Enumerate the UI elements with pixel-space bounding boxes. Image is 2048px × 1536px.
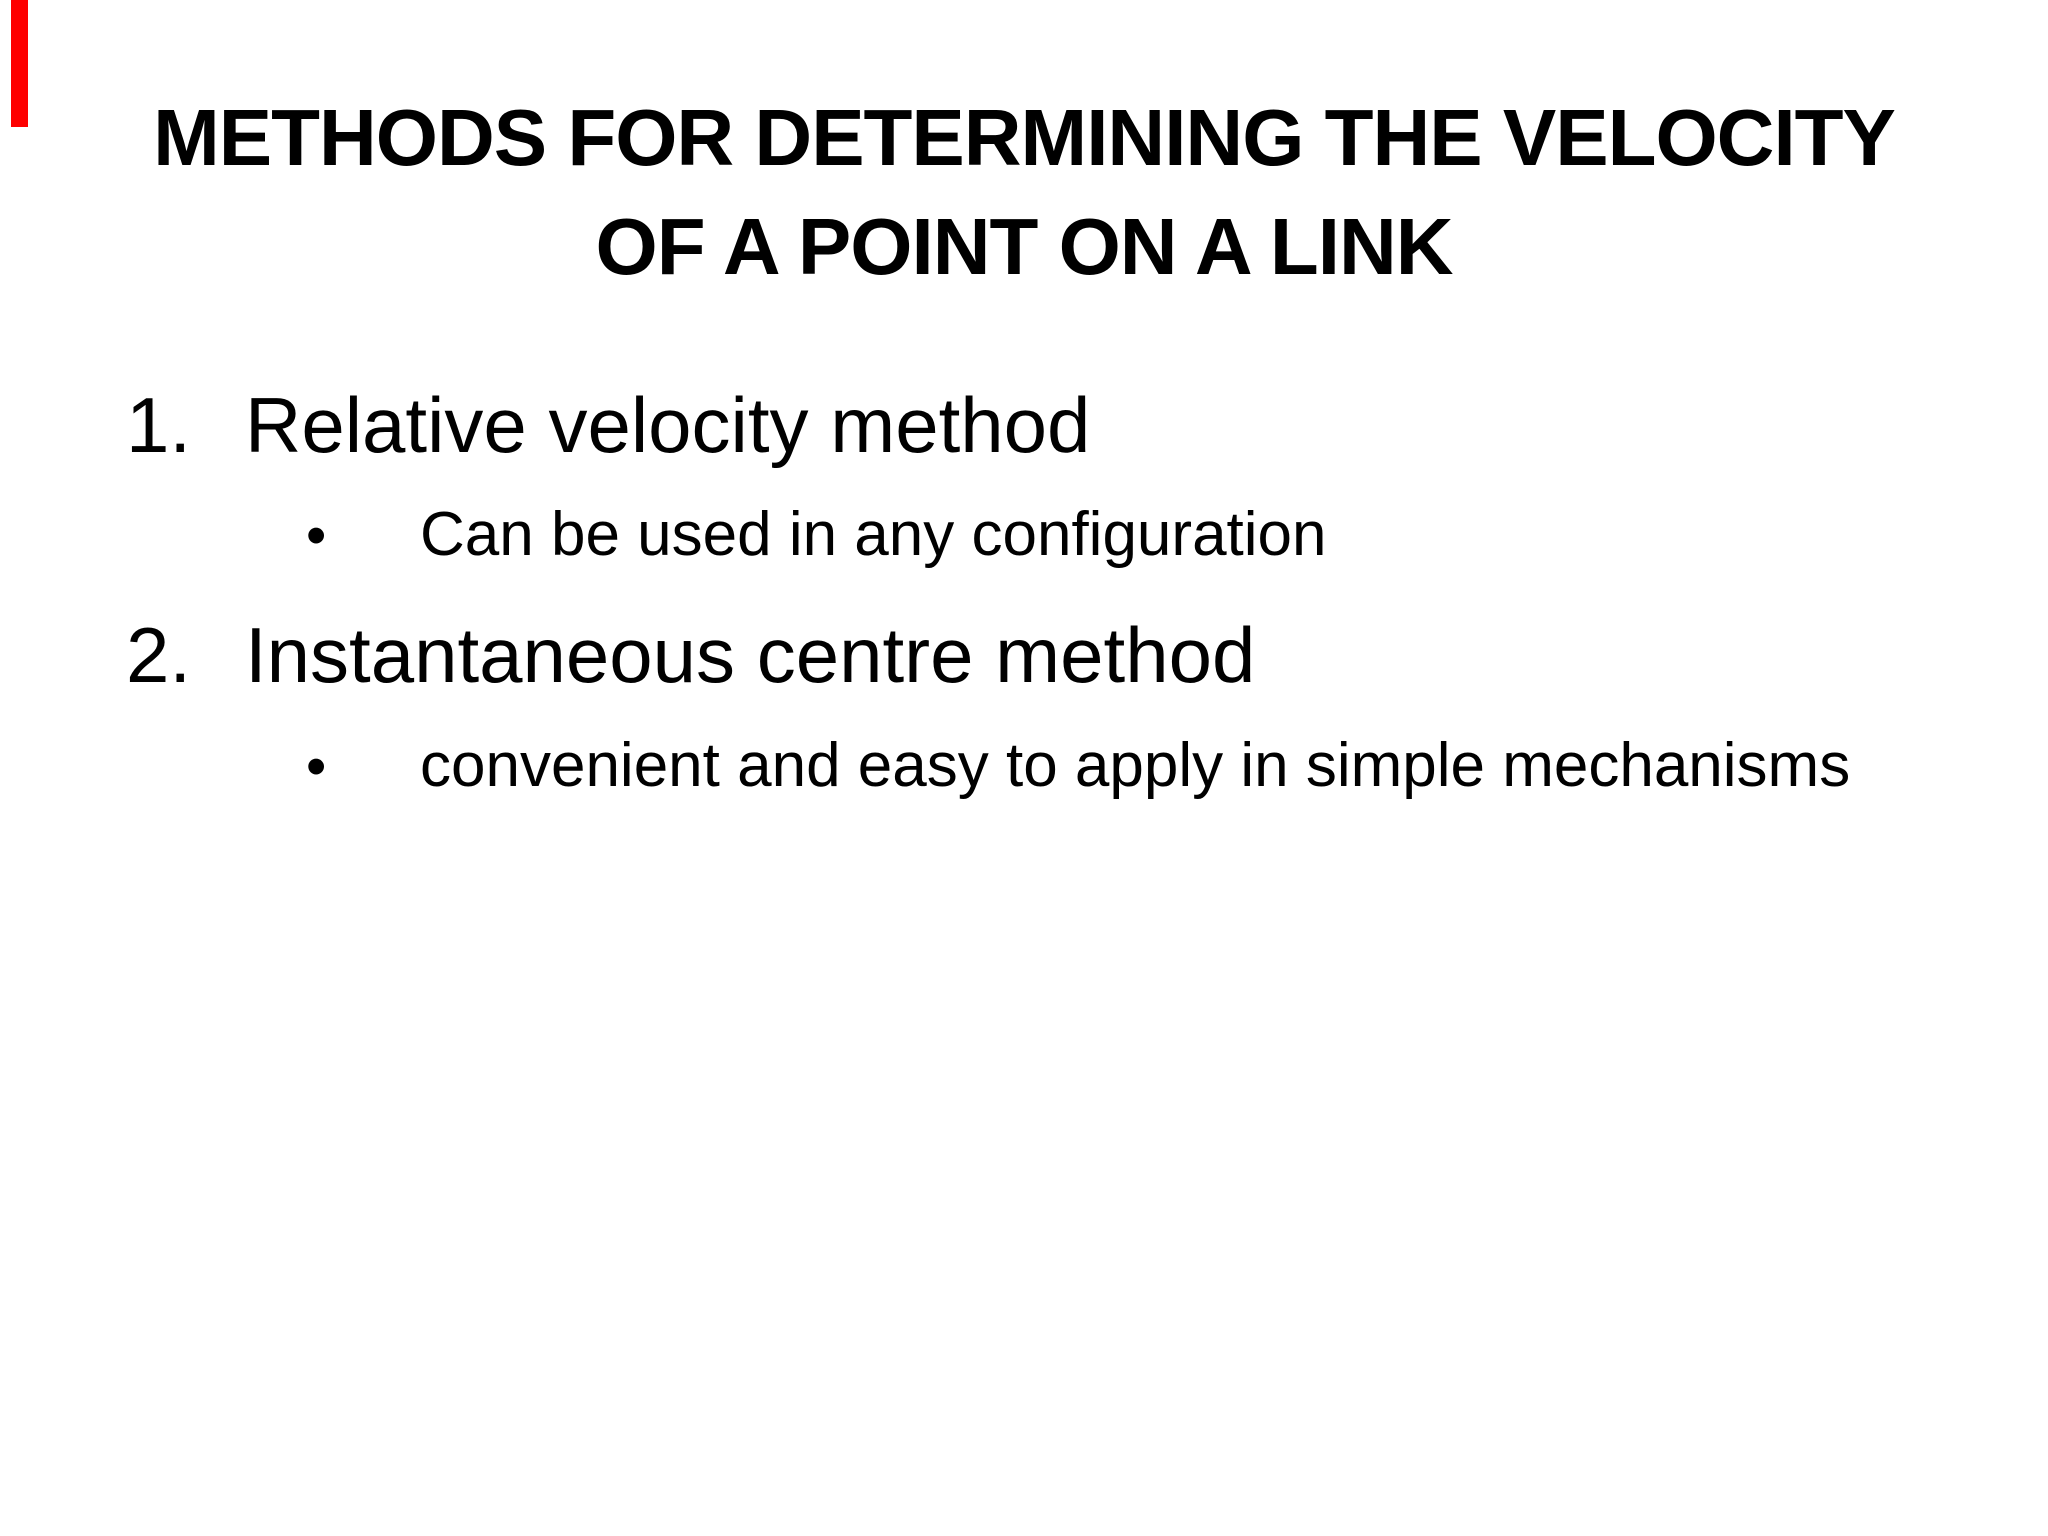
sub-item-1: • Can be used in any configuration (306, 504, 1327, 566)
slide-title: METHODS FOR DETERMINING THE VELOCITY OF … (40, 83, 2008, 301)
sub-item-2-text: convenient and easy to apply in simple m… (420, 731, 1851, 800)
list-item-2-number: 2. (126, 611, 192, 699)
bullet-icon: • (306, 734, 327, 799)
sub-item-1-text: Can be used in any configuration (420, 500, 1327, 569)
list-item-1-number: 1. (126, 381, 192, 469)
bullet-icon: • (306, 503, 327, 568)
list-item-2-text: Instantaneous centre method (245, 611, 1256, 699)
sub-item-2: • convenient and easy to apply in simple… (306, 735, 1850, 797)
red-stripe-marker (11, 0, 28, 127)
slide-title-line1: METHODS FOR DETERMINING THE VELOCITY (153, 93, 1896, 182)
slide-title-line2: OF A POINT ON A LINK (595, 202, 1454, 291)
list-item-2: 2. Instantaneous centre method (126, 616, 1255, 694)
list-item-1: 1. Relative velocity method (126, 386, 1090, 464)
list-item-1-text: Relative velocity method (245, 381, 1091, 469)
